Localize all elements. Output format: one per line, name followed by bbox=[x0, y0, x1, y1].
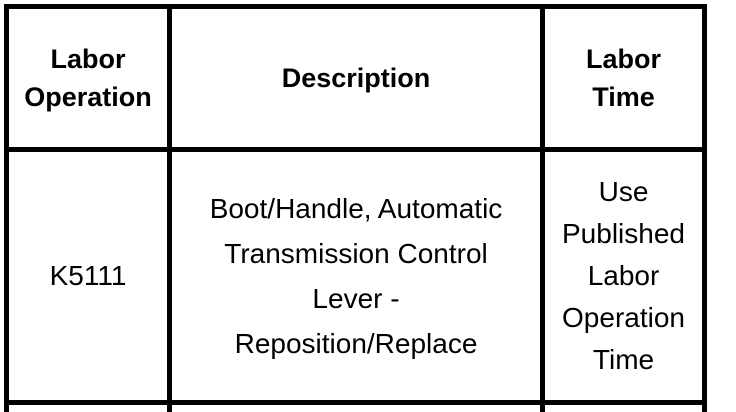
cell-labor-operation: K5111 bbox=[4, 147, 172, 405]
partial-cell-description bbox=[167, 400, 545, 412]
header-cell-labor-operation: Labor Operation bbox=[4, 4, 172, 152]
header-cell-description: Description bbox=[167, 4, 545, 152]
cell-labor-time: Use Published Labor Operation Time bbox=[540, 147, 707, 405]
partial-cell-labor-operation bbox=[4, 400, 172, 412]
header-row: Labor Operation Description Labor Time bbox=[4, 4, 707, 152]
header-cell-labor-time: Labor Time bbox=[540, 4, 707, 152]
partial-cell-labor-time bbox=[540, 400, 707, 412]
table-row: K5111 Boot/Handle, Automatic Transmissio… bbox=[4, 147, 707, 405]
labor-operation-table: Labor Operation Description Labor Time K… bbox=[4, 4, 707, 412]
cell-description: Boot/Handle, Automatic Transmission Cont… bbox=[167, 147, 545, 405]
partial-next-row bbox=[4, 400, 707, 412]
